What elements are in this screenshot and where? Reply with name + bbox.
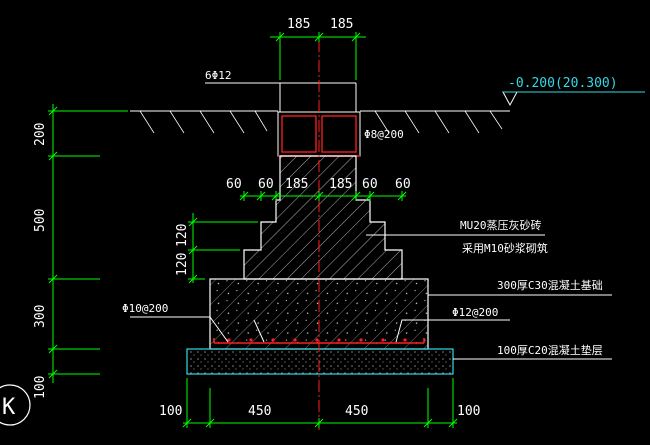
bottom-dim-2: 450 <box>248 404 271 419</box>
rebar-left-leader-b <box>253 319 265 343</box>
concrete-footing-label: 300厚C30混凝土基础 <box>497 278 603 292</box>
mid-dim-6: 60 <box>395 177 411 192</box>
ground-line <box>130 110 510 134</box>
rebar-left-leader <box>130 316 229 343</box>
axis-bubble <box>0 384 31 426</box>
rebar-right-leader <box>395 319 510 343</box>
left-dimension <box>48 104 128 383</box>
top-dim-right: 185 <box>330 17 353 32</box>
mortar-label: 采用M10砂浆砌筑 <box>462 241 548 255</box>
bottom-dim-3: 450 <box>345 404 368 419</box>
left-dim-300: 300 <box>33 305 48 328</box>
rebar-right-label: Φ12@200 <box>452 306 498 319</box>
step-dim-2: 120 <box>175 253 190 276</box>
mid-dim-3: 185 <box>285 177 308 192</box>
axis-label: K <box>2 395 16 420</box>
elevation-marker <box>502 91 645 107</box>
beam-rebar-label: 6Φ12 <box>205 69 232 82</box>
stirrup-label: Φ8@200 <box>364 128 404 141</box>
bottom-dim-4: 100 <box>457 404 480 419</box>
mid-dim-4: 185 <box>329 177 352 192</box>
brick-material-label: MU20蒸压灰砂砖 <box>460 218 542 232</box>
top-dim-left: 185 <box>287 17 310 32</box>
cushion-layer <box>186 348 454 375</box>
left-dim-200: 200 <box>33 123 48 146</box>
elevation-label: -0.200(20.300) <box>508 76 618 91</box>
step-dimension <box>188 213 258 284</box>
brick-footing <box>243 155 403 280</box>
mid-dim-1: 60 <box>226 177 242 192</box>
left-dim-100: 100 <box>33 376 48 399</box>
rebar-left-label: Φ10@200 <box>122 302 168 315</box>
left-dim-500: 500 <box>33 209 48 232</box>
mid-dim-5: 60 <box>362 177 378 192</box>
bottom-dimension <box>182 378 458 428</box>
bottom-dim-1: 100 <box>159 404 182 419</box>
top-dimension <box>270 32 366 80</box>
mid-dim-2: 60 <box>258 177 274 192</box>
mid-dimension <box>239 191 407 201</box>
cushion-label: 100厚C20混凝土垫层 <box>497 343 603 357</box>
step-dim-1: 120 <box>175 224 190 247</box>
